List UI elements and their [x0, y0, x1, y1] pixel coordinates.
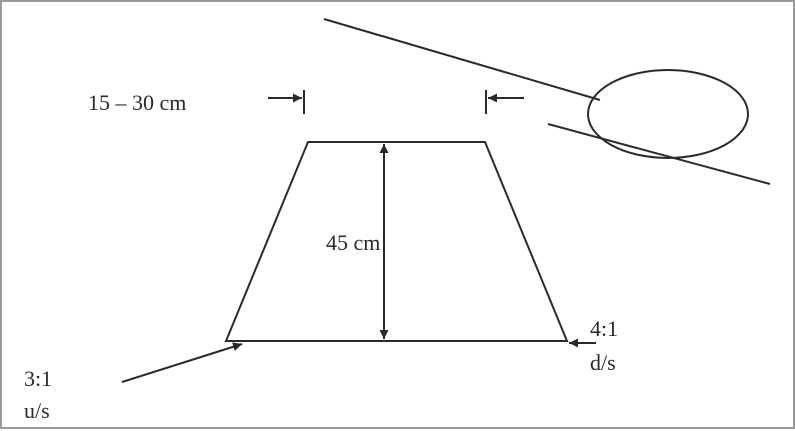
upstream-slope-label: 3:1 — [24, 366, 53, 391]
crest-width-label: 15 – 30 cm — [88, 90, 187, 115]
bund-trapezoid — [224, 141, 569, 342]
upstream-side-label: u/s — [24, 398, 50, 423]
downstream-side-label: d/s — [590, 350, 616, 375]
upstream-slope-arrow — [121, 342, 243, 383]
detail-ellipse — [587, 69, 749, 159]
upper-tangent-line — [323, 18, 601, 101]
height-label: 45 cm — [326, 230, 381, 255]
lower-tangent-line — [547, 123, 771, 185]
downstream-slope-label: 4:1 — [590, 316, 619, 341]
